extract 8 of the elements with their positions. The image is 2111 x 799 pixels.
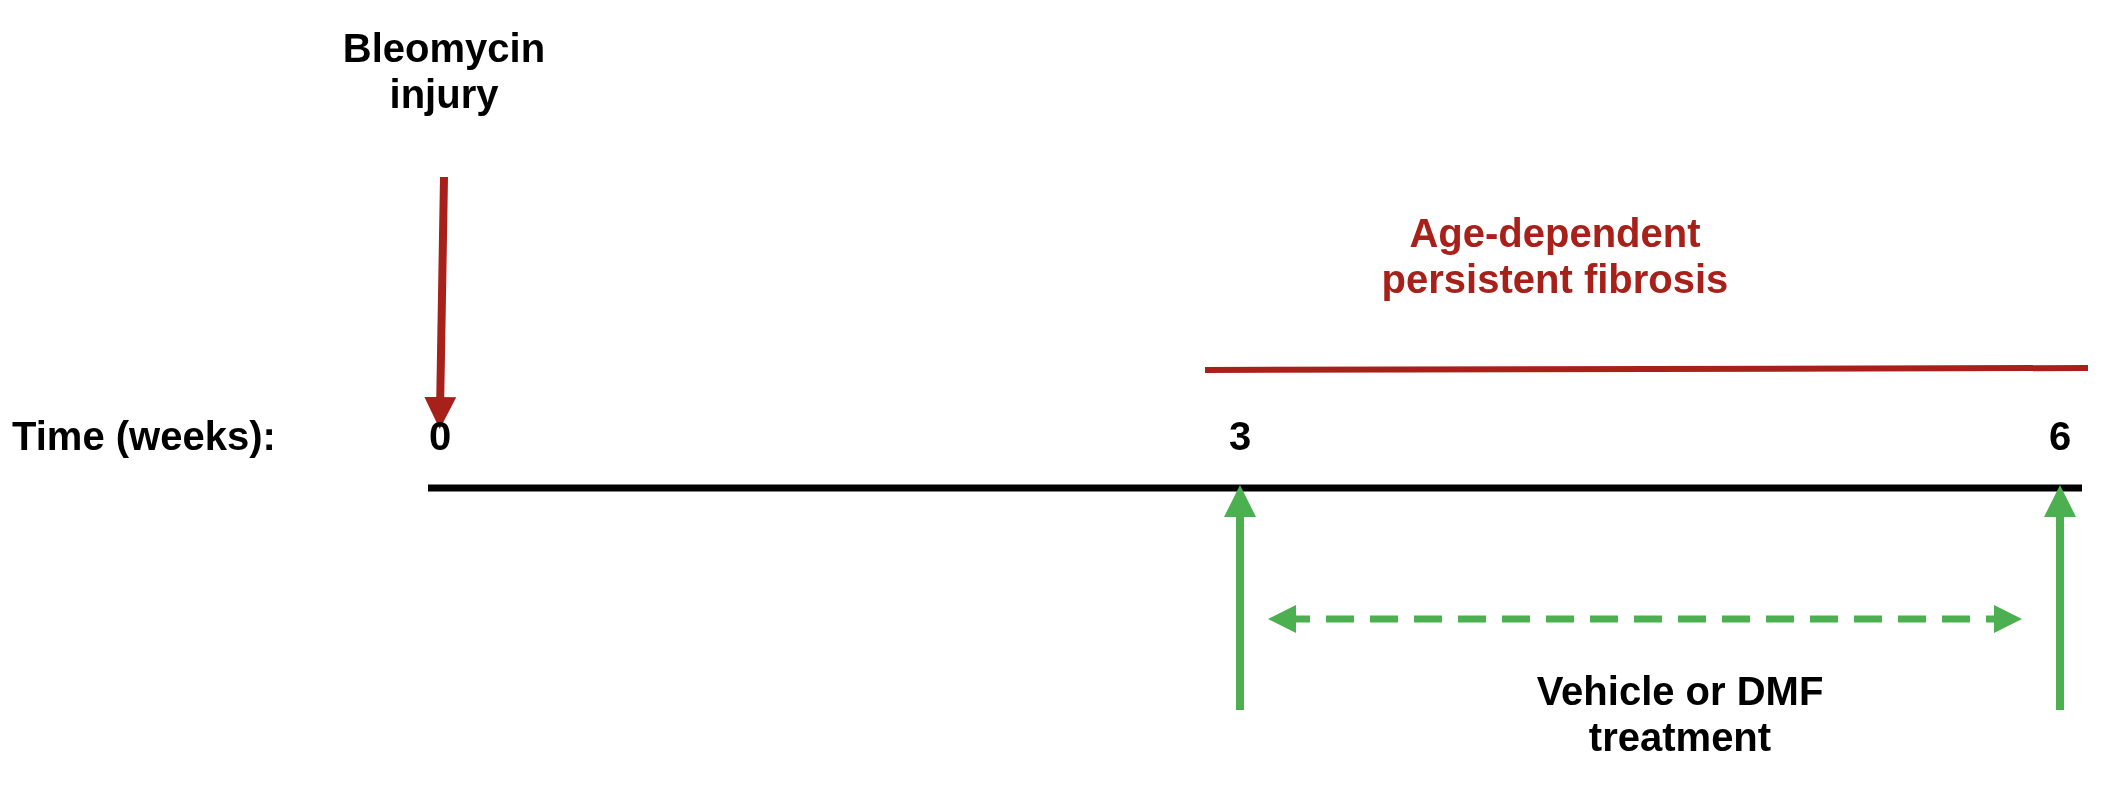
axis-title: Time (weeks): [12, 413, 276, 459]
event-label: Bleomycin injury [304, 25, 584, 117]
arrow [424, 176, 457, 429]
tick-label: 6 [2040, 413, 2080, 459]
tick-label: 0 [420, 413, 460, 459]
period-label: Age-dependent persistent fibrosis [1310, 210, 1800, 302]
treatment-label: Vehicle or DMF treatment [1470, 668, 1890, 760]
tick-label: 3 [1220, 413, 1260, 459]
